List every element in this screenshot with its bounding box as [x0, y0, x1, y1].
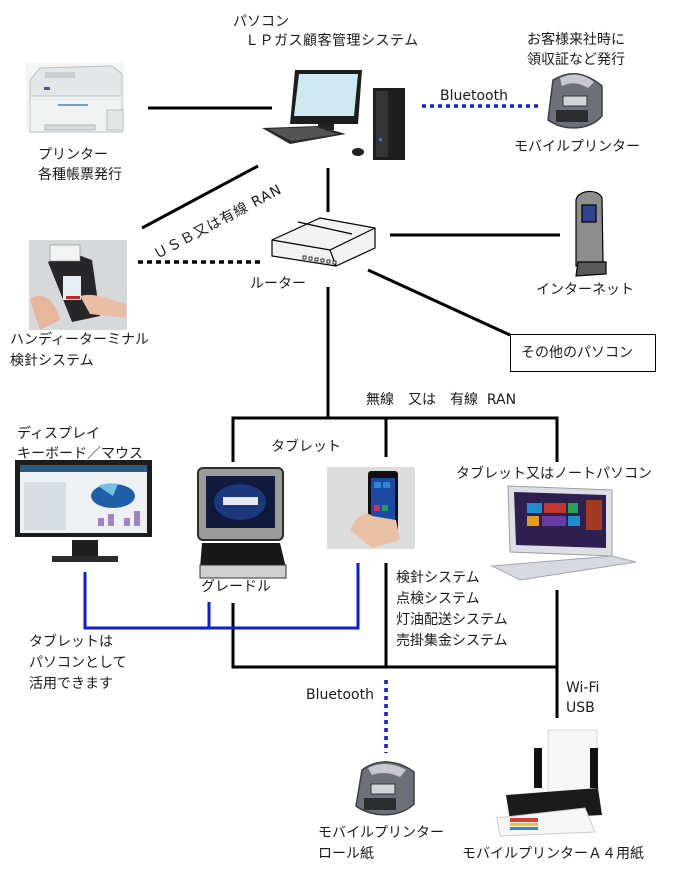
tablet-note-line: タブレットは [29, 634, 113, 650]
bluetooth-label-top: Bluetooth [440, 88, 508, 104]
handy-terminal-icon [29, 240, 127, 330]
mobile-printer-label: モバイルプリンター [514, 139, 640, 155]
link-usb-diagonal [141, 164, 259, 230]
tablet-note-line: パソコンとして [29, 655, 127, 671]
lan-label: 無線 又は 有線 RAN [366, 392, 517, 408]
bluetooth-label-bottom: Bluetooth [306, 687, 374, 703]
mobile-printer-roll-icon [355, 761, 415, 816]
mobile-printer-icon [547, 73, 603, 129]
mobile-printer-a4-icon [496, 729, 602, 837]
mobile-printer-a4-label: モバイルプリンターＡ４用紙 [462, 846, 644, 862]
usb-label: USB [566, 700, 595, 716]
system-item: 点検システム [396, 591, 480, 607]
tablet-note-line: 活用できます [29, 676, 113, 692]
handy-terminal-label-line1: ハンディーターミナル [10, 332, 150, 348]
internet-label: インターネット [536, 282, 634, 298]
notebook-icon [490, 485, 637, 581]
display-label-line2: キーボード／マウス [17, 446, 143, 462]
system-item: 売掛集金システム [396, 633, 508, 649]
internet-server-icon [575, 190, 607, 277]
mobile-printer-roll-label-line2: ロール紙 [318, 846, 374, 862]
system-item: 灯油配送システム [396, 612, 508, 628]
handy-terminal-label-line2: 検針システム [10, 353, 94, 369]
desktop-pc-icon [262, 70, 405, 160]
router-icon [271, 217, 376, 267]
wifi-label: Wi-Fi [566, 680, 600, 696]
system-item: 検針システム [396, 570, 480, 586]
printer-label-line1: プリンター [38, 147, 108, 163]
display-link [83, 563, 360, 630]
lan-branch-top [231, 416, 559, 462]
mobile-printer-caption-line2: 領収証など発行 [527, 52, 625, 68]
laser-printer-icon [26, 63, 124, 133]
tablet-group-label: タブレット [271, 439, 341, 455]
mobile-printer-roll-label-line1: モバイルプリンター [318, 825, 444, 841]
cradle-label: グレードル [201, 579, 271, 595]
connections [141, 106, 560, 718]
lan-branch-bottom [231, 603, 557, 669]
display-label-line1: ディスプレイ [17, 426, 101, 442]
phone-tablet-icon [327, 467, 415, 549]
printer-label-line2: 各種帳票発行 [38, 167, 122, 183]
router-label: ルーター [250, 276, 306, 292]
pc-title: パソコン [233, 14, 289, 30]
display-monitor-icon [15, 460, 152, 562]
notebook-label: タブレット又はノートパソコン [456, 466, 652, 482]
other-pc-label: その他のパソコン [521, 345, 633, 361]
pc-subtitle: ＬＰガス顧客管理システム [245, 33, 419, 49]
toughpad-tablet-icon [197, 467, 287, 579]
mobile-printer-caption-line1: お客様来社時に [527, 32, 625, 48]
display-link-line [83, 563, 360, 630]
link-router-otherpc [367, 268, 511, 337]
other-pc-box: その他のパソコン [510, 334, 656, 372]
